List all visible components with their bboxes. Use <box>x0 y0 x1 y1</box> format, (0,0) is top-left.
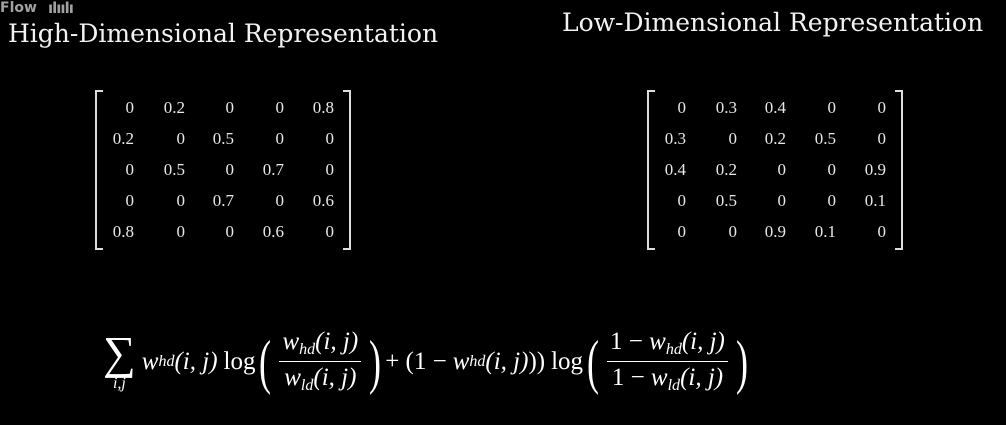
sub-hd: hd <box>158 352 175 370</box>
matrix-cell: 0 <box>827 160 837 179</box>
left-bracket <box>647 90 655 250</box>
matrix-cell: 0.3 <box>664 129 686 148</box>
matrix-cell: 0.8 <box>112 222 134 241</box>
bilibili-logo: ılıılı <box>48 0 74 17</box>
sub-hd: hd <box>665 341 682 358</box>
matrix-cell: 0.9 <box>864 160 886 179</box>
log: log <box>223 347 256 375</box>
matrix-cell: 0.9 <box>764 222 786 241</box>
matrix-cell: 0.8 <box>312 98 334 117</box>
matrix-cell: 0 <box>827 98 837 117</box>
matrix-cell: 0 <box>225 98 235 117</box>
matrix-cell: 0 <box>877 222 887 241</box>
w: w <box>284 364 301 391</box>
watermark: Flow ılıılı <box>0 0 74 17</box>
matrix-cell: 0 <box>728 222 738 241</box>
w: w <box>650 364 668 391</box>
w: w <box>452 347 470 375</box>
matrix-cell: 0.7 <box>262 160 284 179</box>
w: w <box>649 328 666 355</box>
matrix-cell: 0.3 <box>715 98 737 117</box>
left-bracket <box>95 90 103 250</box>
summation: ∑i,j <box>103 326 136 393</box>
matrix-cell: 0 <box>325 160 335 179</box>
right-bracket <box>343 90 351 250</box>
sum-symbol: ∑ <box>103 326 136 378</box>
matrix-cell: 0.5 <box>212 129 234 148</box>
args: (i, j) <box>681 328 725 355</box>
matrix-cell: 0.4 <box>764 98 786 117</box>
matrix-cell: 0 <box>877 129 887 148</box>
matrix-cell: 0.6 <box>312 191 334 210</box>
sum-subscript: i,j <box>112 374 126 392</box>
matrix-cell: 0.5 <box>715 191 737 210</box>
low-dim-matrix: 0 0.3 0.4 0 0 0.3 0 0.2 0.5 0 0.4 0.2 0 0 0.9 0 0.5 0 0 0.1… <box>647 90 903 250</box>
left-paren: ( <box>587 328 600 395</box>
matrix-cell: 0 <box>275 98 285 117</box>
right-bracket <box>895 90 903 250</box>
matrix-cell: 0 <box>677 222 687 241</box>
matrix-cell: 0 <box>275 129 285 148</box>
high-dim-title: High-Dimensional Representation <box>8 19 439 48</box>
matrix-cell: 0.6 <box>262 222 284 241</box>
matrix-cell: 0 <box>325 129 335 148</box>
matrix-cell: 0 <box>677 191 687 210</box>
args: (i, j) <box>174 347 218 375</box>
watermark-text: Flow <box>0 0 37 16</box>
matrix-cell: 0 <box>176 222 186 241</box>
fraction-1: whd(i, j) wld(i, j) <box>279 328 362 395</box>
args: (i, j) <box>315 328 359 355</box>
sub-hd: hd <box>469 352 486 370</box>
args: (i, j) <box>485 347 529 375</box>
matrix-cell: 0 <box>777 191 787 210</box>
args: (i, j) <box>313 364 357 391</box>
sub-hd: hd <box>299 341 316 358</box>
matrix-cell: 0.4 <box>664 160 686 179</box>
matrix-cell: 0.1 <box>864 191 886 210</box>
matrix-cell: 0 <box>125 98 135 117</box>
plus-one-minus: + (1 − <box>385 347 447 375</box>
matrix-cell: 0.1 <box>814 222 836 241</box>
left-paren: ( <box>259 328 272 395</box>
log: log <box>551 347 584 375</box>
matrix-cell: 0 <box>125 160 135 179</box>
matrix-cell: 0.2 <box>764 129 786 148</box>
args: (i, j) <box>680 364 724 391</box>
matrix-cell: 0 <box>677 98 687 117</box>
matrix-cell: 0.2 <box>112 129 134 148</box>
matrix-cell: 0 <box>827 191 837 210</box>
matrix-cell: 0 <box>777 160 787 179</box>
matrix-cell: 0 <box>275 191 285 210</box>
w: w <box>141 347 159 375</box>
matrix-cell: 0 <box>125 191 135 210</box>
matrix-cell: 0 <box>225 160 235 179</box>
one-minus: 1 − <box>610 328 643 355</box>
high-dim-matrix: 0 0.2 0 0 0.8 0.2 0 0.5 0 0 0 0.5 0 0.7 0 0 0 0.7 0 0.6 0.8 0… <box>95 90 351 250</box>
matrix-cell: 0 <box>225 222 235 241</box>
matrix-cell: 0 <box>176 129 186 148</box>
matrix-cell: 0 <box>325 222 335 241</box>
matrix-cell: 0.5 <box>163 160 185 179</box>
w: w <box>282 328 300 355</box>
matrix-cell: 0.7 <box>212 191 234 210</box>
matrix-cell: 0 <box>176 191 186 210</box>
sub-ld: ld <box>667 377 681 394</box>
fraction-2: 1 − whd(i, j) 1 − wld(i, j) <box>607 328 728 395</box>
low-dim-title: Low-Dimensional Representation <box>562 8 984 37</box>
one-minus: 1 − <box>611 364 645 391</box>
right-paren: ) <box>735 328 748 395</box>
matrix-cell: 0.2 <box>163 98 185 117</box>
right-paren: ) <box>369 328 382 395</box>
matrix-cell: 0 <box>728 129 738 148</box>
matrix-cell: 0 <box>877 98 887 117</box>
matrix-cell: 0.2 <box>715 160 737 179</box>
sub-ld: ld <box>300 377 314 394</box>
matrix-cell: 0.5 <box>814 129 836 148</box>
close-paren: )) <box>528 347 546 375</box>
